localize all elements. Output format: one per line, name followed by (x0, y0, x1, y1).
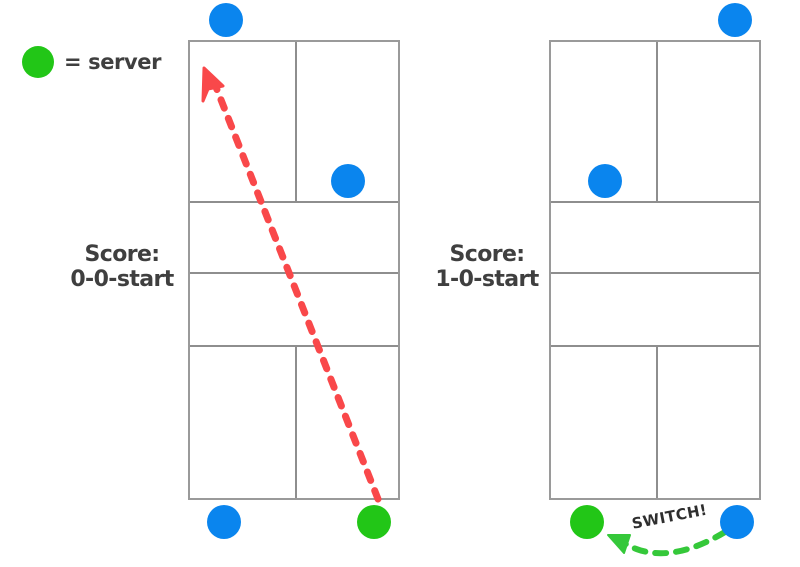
player-blue-bottom-right (720, 505, 754, 539)
switch-label: SWITCH! (630, 500, 709, 533)
player-blue-top-left-box (588, 164, 622, 198)
court-right (549, 40, 761, 500)
player-blue-top-right-box (331, 164, 365, 198)
player-blue-bottom-left (207, 505, 241, 539)
court-kitchen-line-top (551, 201, 759, 203)
score-label-right: Score: (449, 242, 526, 267)
court-kitchen-line-bottom (551, 345, 759, 347)
score-caption-right: Score: 1-0-start (425, 242, 549, 292)
score-caption-left: Score: 0-0-start (60, 242, 184, 292)
player-blue-top-outside (718, 3, 752, 37)
player-green-server (357, 505, 391, 539)
court-left (188, 40, 400, 500)
score-value-right: 1-0-start (435, 266, 539, 292)
score-label-left: Score: (84, 242, 161, 267)
switch-direction-arrow (607, 529, 728, 557)
court-center-line-top (295, 42, 297, 201)
court-center-line-top (656, 42, 658, 201)
green-circle-icon (22, 46, 54, 78)
score-value-left: 0-0-start (70, 266, 174, 292)
court-net-line (551, 272, 759, 274)
player-blue-top-outside (209, 3, 243, 37)
court-net-line (190, 272, 398, 274)
court-kitchen-line-bottom (190, 345, 398, 347)
court-center-line-bottom (295, 345, 297, 498)
player-green-server (570, 505, 604, 539)
court-center-line-bottom (656, 345, 658, 498)
legend: = server (22, 46, 161, 78)
legend-label: = server (64, 50, 162, 74)
court-kitchen-line-top (190, 201, 398, 203)
